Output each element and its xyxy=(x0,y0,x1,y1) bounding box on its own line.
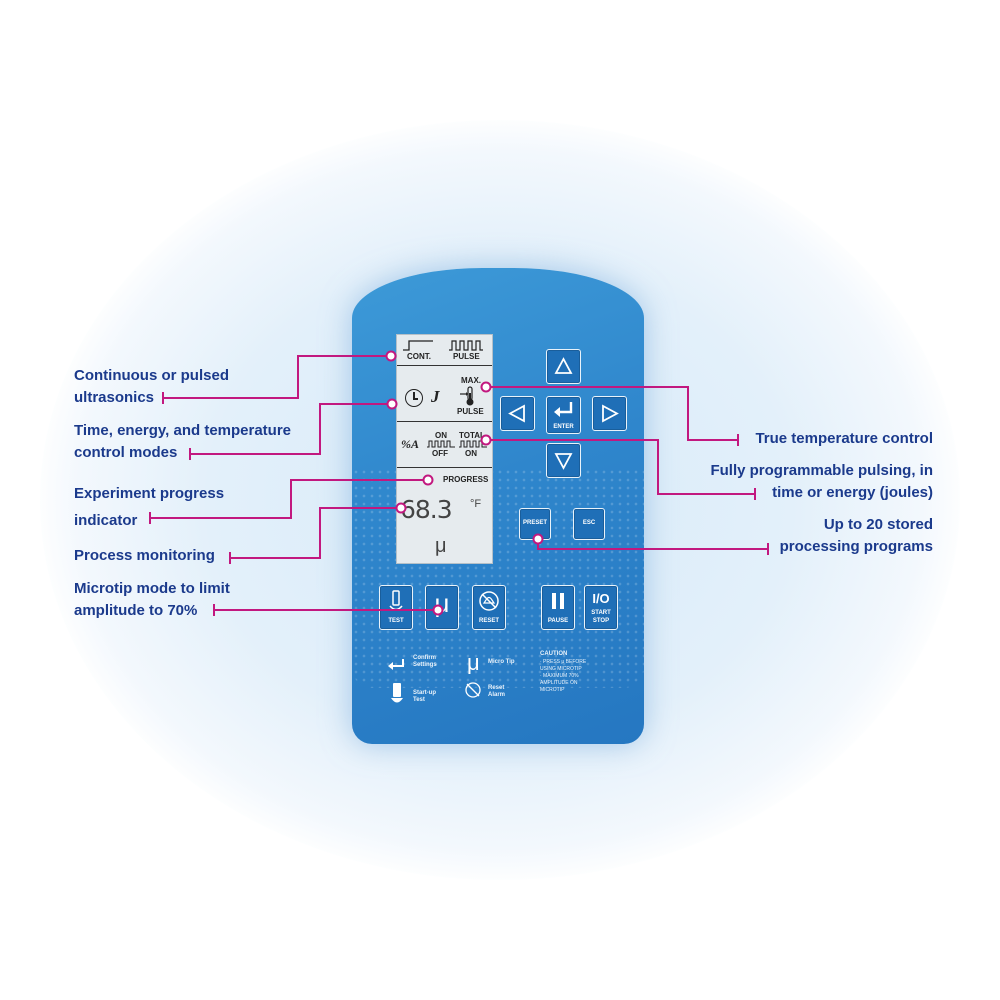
callout-line: ultrasonics xyxy=(74,389,155,406)
total-wave-icon xyxy=(459,440,487,448)
legend-caution-line: · MAXIMUM 70% xyxy=(540,673,579,679)
legend-reset-line2: Alarm xyxy=(488,692,506,698)
legend-caution-line: MICROTIP xyxy=(540,687,565,693)
start-label: START xyxy=(591,610,611,616)
callout-microtip-mode: Microtip mode to limit amplitude to 70% xyxy=(74,578,230,622)
reset-button[interactable]: RESET xyxy=(472,585,506,630)
callout-line: Time, energy, and temperature xyxy=(74,422,292,439)
preset-label: PRESET xyxy=(522,520,547,526)
callout-process-monitoring: Process monitoring xyxy=(74,545,215,567)
triangle-down-icon xyxy=(554,453,573,470)
triangle-left-icon xyxy=(508,404,525,423)
esc-label: ESC xyxy=(582,520,596,526)
right-arrow-button[interactable] xyxy=(592,396,627,431)
lcd-total-on-label: ON xyxy=(465,449,477,458)
callout-line: amplitude to 70% xyxy=(74,602,198,619)
enter-button[interactable]: ENTER xyxy=(546,396,581,434)
lcd-temperature-reading: 68.3 xyxy=(400,495,453,524)
pause-button[interactable]: PAUSE xyxy=(541,585,575,630)
enter-legend-icon xyxy=(388,659,404,670)
reset-label: RESET xyxy=(478,618,499,624)
up-arrow-button[interactable] xyxy=(546,349,581,384)
lcd-display: CONT. PULSE J MAX. PULSE %A ON OFF TOTAL… xyxy=(396,334,493,564)
callout-line: Continuous or pulsed xyxy=(74,367,229,384)
callout-stored-programs: Up to 20 stored processing programs xyxy=(780,514,933,558)
legend-reset-line1: Reset xyxy=(488,685,505,691)
pulse-wave-icon xyxy=(449,340,483,351)
io-symbol: I/O xyxy=(592,591,610,606)
legend-caution-line: · PRESS μ BEFORE xyxy=(540,659,587,665)
lcd-total-label: TOTAL xyxy=(459,431,485,440)
lcd-separator xyxy=(397,421,492,422)
on-off-wave-icon xyxy=(427,440,455,448)
callout-continuous-pulsed: Continuous or pulsed ultrasonics xyxy=(74,365,229,409)
callout-line: Process monitoring xyxy=(74,547,215,564)
callout-line: Experiment progress xyxy=(74,485,225,502)
legend-caution-line: AMPLITUDE ON xyxy=(540,680,578,686)
reset-alarm-icon xyxy=(479,591,499,611)
legend-startup-line1: Start-up xyxy=(413,690,436,696)
continuous-wave-icon xyxy=(403,340,433,351)
callout-progress-indicator: Experiment progress indicator xyxy=(74,480,224,534)
callout-temperature-control: True temperature control xyxy=(755,428,933,450)
callout-line: True temperature control xyxy=(755,430,933,447)
lcd-separator xyxy=(397,467,492,468)
legend-startup-line2: Test xyxy=(413,697,425,703)
callout-control-modes: Time, energy, and temperature control mo… xyxy=(74,420,291,464)
lcd-joules-symbol: J xyxy=(431,387,440,406)
callout-line: indicator xyxy=(74,512,138,529)
start-stop-button[interactable]: I/O START STOP xyxy=(584,585,618,630)
legend-caution-line: USING MICROTIP xyxy=(540,666,582,672)
legend-caution-title: CAUTION xyxy=(540,651,568,657)
lcd-off-label: OFF xyxy=(432,449,448,458)
test-label: TEST xyxy=(388,618,404,624)
callout-line: time or energy (joules) xyxy=(772,484,933,501)
stop-label: STOP xyxy=(592,618,610,624)
legend-microtip-icon: μ xyxy=(467,650,480,675)
callout-line: control modes xyxy=(74,444,178,461)
legend-confirm-line2: Settings xyxy=(413,662,437,668)
enter-arrow-icon xyxy=(554,402,573,417)
lcd-progress-label: PROGRESS xyxy=(443,475,489,484)
lcd-pulse-limit-label: PULSE xyxy=(457,407,484,416)
lcd-separator xyxy=(397,365,492,366)
callout-line: Up to 20 stored xyxy=(823,516,933,533)
left-arrow-button[interactable] xyxy=(500,396,535,431)
legend-reset-alarm-icon xyxy=(465,682,481,698)
enter-label: ENTER xyxy=(553,424,574,430)
lcd-on-label: ON xyxy=(435,431,447,440)
pause-label: PAUSE xyxy=(547,618,569,624)
legend-startup-test-icon xyxy=(391,683,403,703)
callout-line: Fully programmable pulsing, in xyxy=(710,462,933,479)
test-button[interactable]: TEST xyxy=(379,585,413,630)
lcd-amplitude-symbol: %A xyxy=(401,437,419,451)
microtip-button[interactable]: μ xyxy=(425,585,459,630)
thermometer-icon xyxy=(460,386,474,406)
lcd-pulse-label: PULSE xyxy=(453,352,480,361)
down-arrow-button[interactable] xyxy=(546,443,581,478)
callout-line: Microtip mode to limit xyxy=(74,580,230,597)
legend-confirm-line1: Confirm xyxy=(413,655,436,661)
lcd-max-label: MAX. xyxy=(461,376,481,385)
lcd-cont-label: CONT. xyxy=(407,352,431,361)
pause-icon xyxy=(552,593,564,609)
lcd-microtip-symbol: μ xyxy=(435,535,447,557)
microtip-symbol-icon: μ xyxy=(434,588,450,618)
esc-button[interactable]: ESC xyxy=(573,508,605,540)
preset-button[interactable]: PRESET xyxy=(519,508,551,540)
legend-micro-tip: Micro Tip xyxy=(488,659,515,665)
lcd-temperature-unit: °F xyxy=(470,498,482,510)
triangle-up-icon xyxy=(554,357,573,374)
triangle-right-icon xyxy=(602,404,619,423)
callout-line: processing programs xyxy=(779,538,933,555)
clock-icon xyxy=(405,389,423,407)
callout-programmable-pulsing: Fully programmable pulsing, in time or e… xyxy=(710,460,933,504)
startup-test-icon xyxy=(389,590,403,611)
